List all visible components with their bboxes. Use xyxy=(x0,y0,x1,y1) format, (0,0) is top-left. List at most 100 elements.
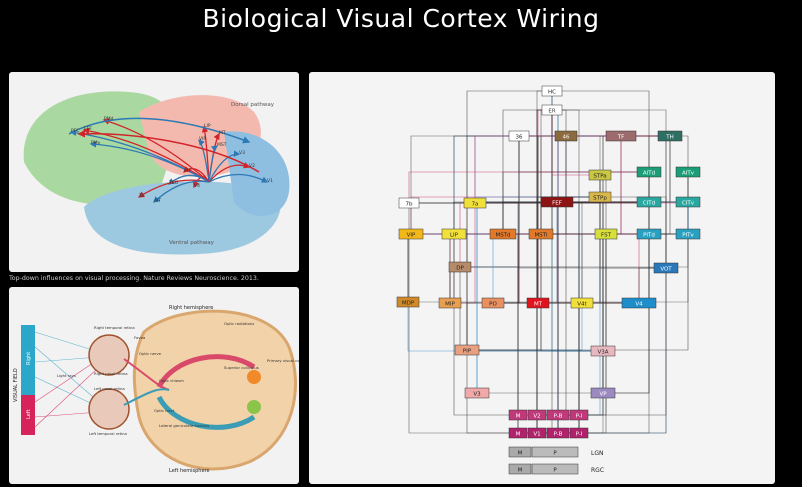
layer-node: P xyxy=(553,468,557,474)
area-node: LIP xyxy=(450,233,459,239)
connection-line xyxy=(541,233,580,433)
connection-line xyxy=(493,302,604,393)
area-node-box xyxy=(675,228,701,240)
layer-node-box xyxy=(569,409,589,421)
layer-node-box xyxy=(508,409,528,421)
area-node-box xyxy=(554,130,578,142)
eye-label: Fovea xyxy=(134,335,145,340)
area-labels: FEFPFCPMdPMvLIPVIPMTMSTV4TEOTEV1V2V3PITA… xyxy=(71,116,273,204)
layer-node-box xyxy=(508,463,532,475)
pathway-arrow xyxy=(102,118,210,183)
area-node: MDP xyxy=(402,301,415,307)
connection-line xyxy=(519,135,539,303)
right-eye xyxy=(88,334,130,376)
layer-node: P-B xyxy=(554,414,563,420)
eye-label: Primary visual cortex (area V1) xyxy=(267,358,299,363)
connection-line xyxy=(466,302,493,350)
area-node: TH xyxy=(665,135,674,141)
eye-label: Optic chiasm xyxy=(159,378,184,383)
area-node: 46 xyxy=(563,135,570,141)
visual-field-right-bar xyxy=(21,325,35,395)
area-node: AITv xyxy=(682,171,695,177)
area-node-box xyxy=(570,297,594,309)
left-hemisphere-label: Left hemisphere xyxy=(169,468,210,474)
connection-line xyxy=(518,110,553,434)
connection-line xyxy=(493,136,520,304)
area-node-box xyxy=(541,104,563,116)
pathway-arrow xyxy=(89,141,210,183)
connection-line xyxy=(557,201,688,433)
connection-line xyxy=(551,91,603,352)
area-node-box xyxy=(441,228,467,240)
eye-label: Optic radiations xyxy=(224,321,254,326)
connection-line xyxy=(407,302,603,352)
connection-line xyxy=(557,201,580,433)
eye-label: Right nasal retina xyxy=(94,371,128,376)
connection-line xyxy=(460,172,689,268)
connection-line xyxy=(453,234,518,416)
area-node-box xyxy=(636,228,662,240)
brain-area-label: MST xyxy=(217,142,227,148)
connection-line xyxy=(537,233,649,303)
layer-node-box xyxy=(508,446,532,458)
brain-area-label: PFC xyxy=(71,128,79,134)
connection-line xyxy=(582,234,607,304)
connection-line xyxy=(537,136,567,416)
brain-area-label: V3 xyxy=(239,150,245,156)
area-node: HC xyxy=(548,90,556,96)
area-node: CITd xyxy=(643,201,655,207)
area-node-box xyxy=(541,85,563,97)
area-node: TF xyxy=(617,135,625,141)
connection-line xyxy=(551,91,649,203)
connection-line xyxy=(493,136,520,304)
pathway-arrow xyxy=(167,174,210,185)
area-node: FEF xyxy=(552,201,562,207)
connection-line xyxy=(566,135,601,175)
layer-node: M xyxy=(518,451,523,457)
connection-line xyxy=(503,136,671,235)
area-node: VIP xyxy=(407,233,416,239)
connection-line xyxy=(541,233,640,303)
visual-field-figure: VISUAL FIELD Right Left Right hemisphere… xyxy=(9,287,299,484)
lgn-label: LGN xyxy=(591,450,603,457)
area-node-box xyxy=(454,344,480,356)
area-node-box xyxy=(398,197,420,209)
area-node-box xyxy=(528,228,554,240)
layer-node: M xyxy=(516,432,521,438)
connection-line xyxy=(454,233,604,351)
connection-line xyxy=(538,234,650,304)
area-node: 7b xyxy=(406,202,413,208)
connection-line xyxy=(409,110,553,204)
area-node: V4t xyxy=(577,302,587,308)
area-node: DP xyxy=(456,266,464,272)
area-node: 7a xyxy=(472,202,479,208)
eye-label: Right temporal retina xyxy=(94,325,135,330)
connection-line xyxy=(409,172,650,204)
area-node-box xyxy=(398,228,424,240)
pathway-arrow xyxy=(77,130,260,173)
connection-line xyxy=(503,233,583,303)
layer-node: M xyxy=(518,468,523,474)
area-node: V3A xyxy=(597,350,608,356)
area-node: V4 xyxy=(635,302,643,308)
area-node: STPp xyxy=(593,196,607,202)
temporal-lobe xyxy=(84,181,281,255)
connection-line xyxy=(503,233,559,415)
connection-line xyxy=(518,351,604,434)
pathway-arrow xyxy=(208,162,251,183)
connection-line xyxy=(502,109,552,234)
layer-node: P-B xyxy=(554,432,563,438)
connection-line xyxy=(603,234,607,352)
area-node-box xyxy=(590,387,616,399)
pathway-arrow xyxy=(208,173,269,183)
connection-line xyxy=(620,136,649,235)
left-field-label: Left xyxy=(26,410,32,419)
area-node-box xyxy=(438,297,462,309)
brain-area-label: V4 xyxy=(194,183,200,189)
connection-line xyxy=(582,197,601,304)
brain-area-label: FEF xyxy=(84,126,92,132)
connection-line xyxy=(538,197,601,304)
connection-line xyxy=(536,109,552,433)
